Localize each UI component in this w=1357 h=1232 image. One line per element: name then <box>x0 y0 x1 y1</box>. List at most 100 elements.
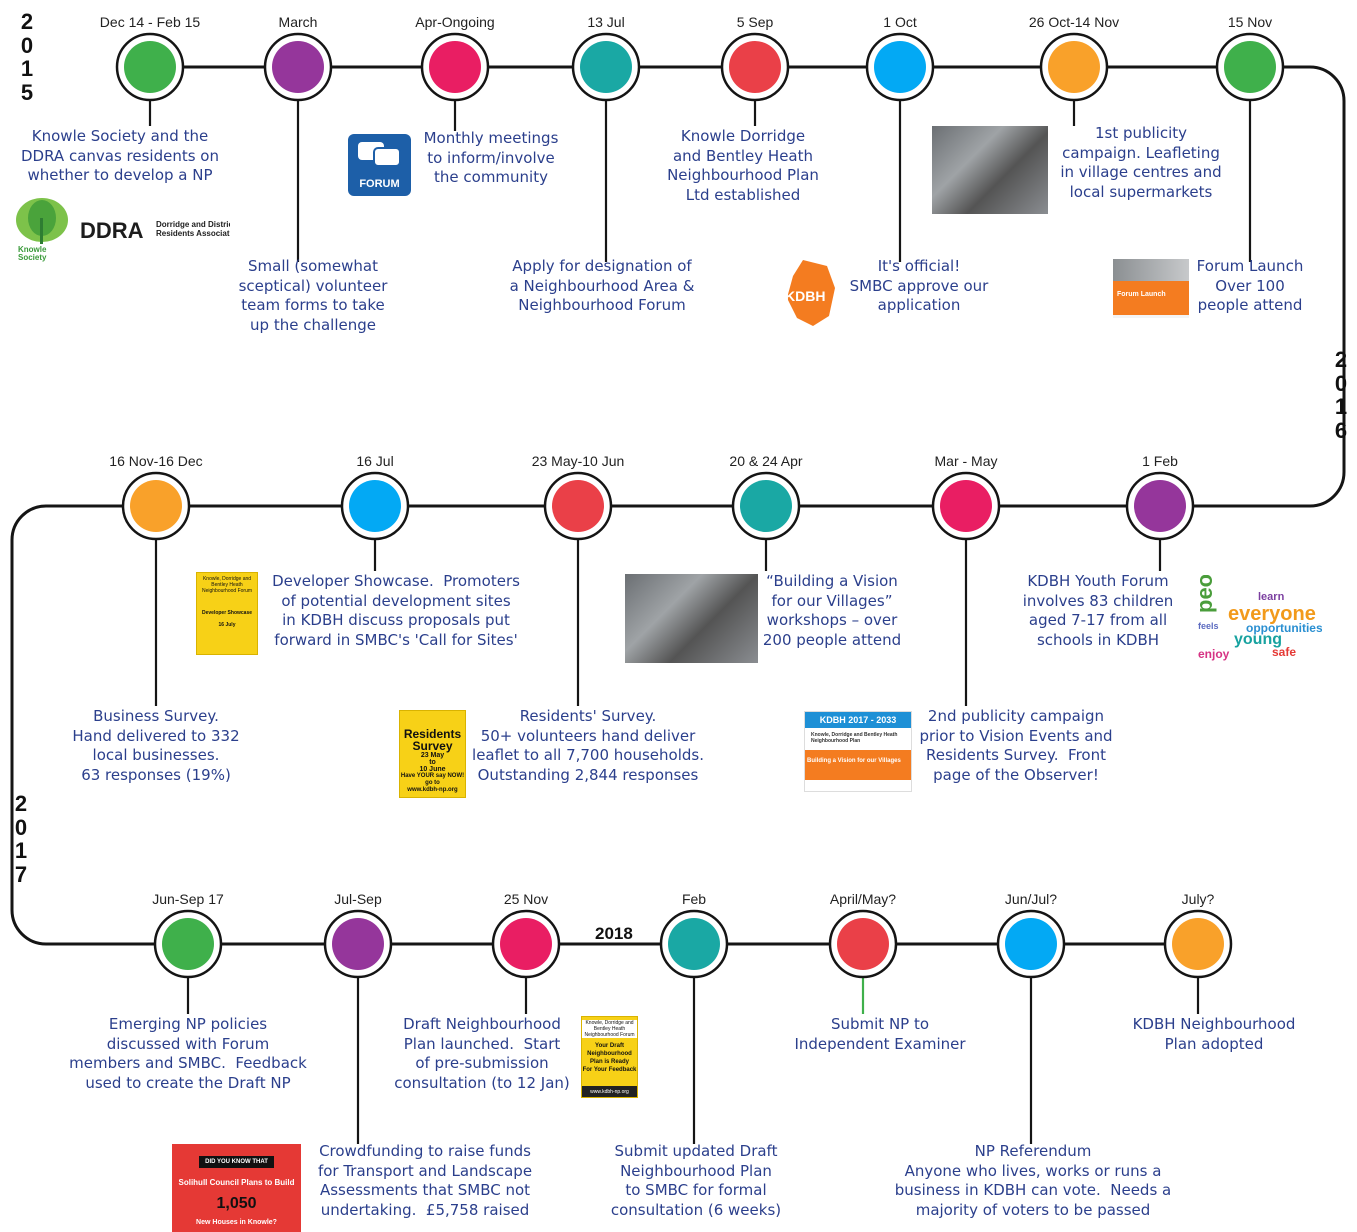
event-date: Mar - May <box>934 453 998 469</box>
event-date: 25 Nov <box>503 891 549 907</box>
event-date: July? <box>1181 891 1215 907</box>
wordcloud-word-everyone: everyone <box>1228 603 1316 625</box>
showcase-head: Knowle, Dorridge and Bentley Heath Neigh… <box>201 576 253 594</box>
event-date: 13 Jul <box>587 14 625 30</box>
event-description: Developer Showcase. Promoters of potenti… <box>272 572 520 649</box>
timeline-path <box>10 65 1346 946</box>
event-description: Knowle Society and the DDRA canvas resid… <box>21 127 219 185</box>
event-description: Residents' Survey. 50+ volunteers hand d… <box>472 707 704 784</box>
event-date: 1 Oct <box>883 14 917 30</box>
ddra-title: DDRA <box>80 218 144 243</box>
knowle-tree-icon <box>16 198 68 244</box>
event-node-dot <box>1224 41 1276 93</box>
ddra-knowle-logo: Knowle Society DDRA Dorridge and Distric… <box>10 196 230 266</box>
event-node-dot <box>552 480 604 532</box>
draft-plan-poster: Knowle, Dorridge and Bentley Heath Neigh… <box>581 1016 638 1098</box>
event-date: 5 Sep <box>736 14 774 30</box>
event-node-dot <box>272 41 324 93</box>
leaflet-band: KDBH 2017 - 2033 <box>805 712 911 728</box>
survey-dates: 23 May to 10 June <box>419 752 446 773</box>
showcase-date: 16 July <box>218 622 236 628</box>
crowdfund-tail: New Houses in Knowle? <box>196 1219 277 1226</box>
event-date: 26 Oct-14 Nov <box>1028 14 1120 30</box>
forum-launch-poster: Forum Launch <box>1113 259 1189 318</box>
event-date: 20 & 24 Apr <box>729 453 803 469</box>
event-description: Knowle Dorridge and Bentley Heath Neighb… <box>667 127 819 204</box>
leafleting-photo <box>932 126 1048 214</box>
event-node-dot <box>729 41 781 93</box>
wordcloud-word-enjoy: enjoy <box>1198 647 1230 661</box>
event-date: Jun-Sep 17 <box>152 891 224 907</box>
event-description: 1st publicity campaign. Leafleting in vi… <box>1060 124 1222 201</box>
knowle-society-text: Knowle Society <box>18 245 47 262</box>
survey-url: www.kdbh-np.org <box>407 787 458 793</box>
event-node-dot <box>1005 918 1057 970</box>
event-node-dot <box>1172 918 1224 970</box>
survey-cta: Have YOUR say NOW! go to <box>400 773 465 786</box>
ddra-subtitle: Dorridge and District Residents Associat… <box>156 220 230 238</box>
draft-poster-title: Your Draft Neighbourhood Plan is Ready F… <box>582 1043 637 1073</box>
forum-launch-title: Forum Launch <box>1113 281 1189 315</box>
residents-survey-poster: Residents Survey 23 May to 10 June Have … <box>399 710 466 798</box>
event-description: Emerging NP policies discussed with Foru… <box>69 1015 307 1092</box>
kdbh-map-logo: KDBH <box>783 258 841 328</box>
event-node-dot <box>162 918 214 970</box>
draft-poster-url: www.kdbh-np.org <box>582 1086 637 1097</box>
event-description: Crowdfunding to raise funds for Transpor… <box>317 1142 533 1219</box>
crowdfund-number: 1,050 <box>216 1195 257 1212</box>
event-description: Apply for designation of a Neighbourhood… <box>509 257 695 315</box>
wordcloud-word-safe: safe <box>1272 645 1297 659</box>
wordcloud-word-learn: learn <box>1258 591 1285 603</box>
forum-icon: FORUM <box>348 134 411 196</box>
event-node-dot <box>668 918 720 970</box>
vision-workshop-photo <box>625 574 758 663</box>
wordcloud-word-people: people <box>1192 575 1217 613</box>
survey-title: Residents Survey <box>403 727 462 753</box>
youth-wordcloud: people everyone opportunities young lear… <box>1186 575 1322 663</box>
event-node-dot <box>837 918 889 970</box>
event-node-dot <box>940 480 992 532</box>
event-node-dot <box>124 41 176 93</box>
event-node-dot <box>500 918 552 970</box>
event-date: 15 Nov <box>1227 14 1273 30</box>
event-node-dot <box>332 918 384 970</box>
event-node-dot <box>349 480 401 532</box>
event-date: Apr-Ongoing <box>415 14 495 30</box>
event-description: Monthly meetings to inform/involve the c… <box>423 129 559 187</box>
leaflet-headline: Building a Vision for our Villages <box>805 750 911 780</box>
event-date: 1 Feb <box>1142 453 1178 469</box>
event-description: KDBH Neighbourhood Plan adopted <box>1132 1015 1296 1053</box>
showcase-title: Developer Showcase <box>201 610 253 616</box>
event-description: Small (somewhat sceptical) volunteer tea… <box>238 257 388 334</box>
event-description: Submit NP to Independent Examiner <box>794 1015 966 1053</box>
wordcloud-word-young: young <box>1234 631 1282 648</box>
kdbh-logo-text: KDBH <box>785 288 826 304</box>
event-node-dot <box>429 41 481 93</box>
event-description: Submit updated Draft Neighbourhood Plan … <box>610 1142 782 1219</box>
crowdfund-line: Solihull Council Plans to Build <box>178 1178 295 1187</box>
event-date: 16 Nov-16 Dec <box>109 453 203 469</box>
forum-icon-label: FORUM <box>359 178 400 190</box>
event-date: April/May? <box>829 891 897 907</box>
event-date: March <box>278 14 318 30</box>
event-description: KDBH Youth Forum involves 83 children ag… <box>1022 572 1174 649</box>
event-date: 23 May-10 Jun <box>531 453 625 469</box>
wordcloud-word-feels: feels <box>1198 621 1219 631</box>
wordcloud-word-opportunities: opportunities <box>1246 621 1322 635</box>
event-description: It's official! SMBC approve our applicat… <box>849 257 989 315</box>
event-description: Business Survey. Hand delivered to 332 l… <box>72 707 240 784</box>
event-node-dot <box>580 41 632 93</box>
year-label-2018: 2018 <box>595 924 633 943</box>
draft-poster-head: Knowle, Dorridge and Bentley Heath Neigh… <box>582 1020 637 1038</box>
event-date: Feb <box>681 891 707 907</box>
event-node-dot <box>740 480 792 532</box>
event-node-dot <box>1048 41 1100 93</box>
event-description: Draft Neighbourhood Plan launched. Start… <box>394 1015 570 1092</box>
event-date: Jun/Jul? <box>1004 891 1058 907</box>
developer-showcase-poster: Knowle, Dorridge and Bentley Heath Neigh… <box>196 572 258 655</box>
event-node-dot <box>130 480 182 532</box>
event-date: Jul-Sep <box>334 891 382 907</box>
